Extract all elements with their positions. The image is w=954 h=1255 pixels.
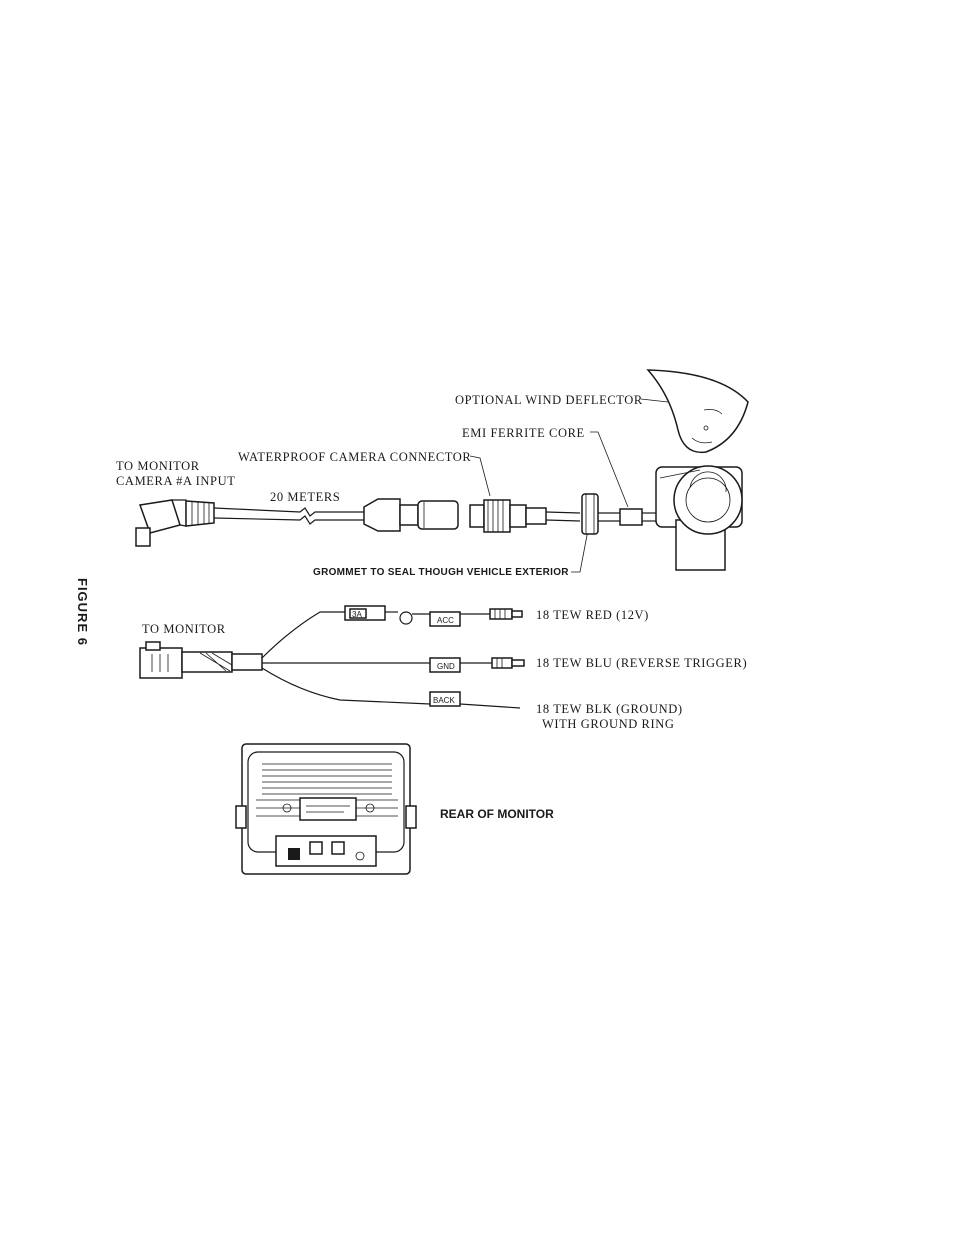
back-tag-text: BACK — [433, 696, 455, 705]
wire-blk-label: 18 TEW BLK (GROUND) — [536, 702, 683, 716]
camera-input-label: CAMERA #A INPUT — [116, 474, 235, 488]
emi-ferrite-core — [619, 508, 643, 526]
emi-core-label: EMI FERRITE CORE — [462, 426, 585, 440]
bnc-plug — [135, 499, 215, 547]
power-connector — [139, 641, 263, 679]
gnd-tag — [429, 657, 461, 673]
ground-ring-label: WITH GROUND RING — [542, 717, 675, 731]
figure-label: FIGURE 6 — [75, 578, 90, 646]
waterproof-connector-label: WATERPROOF CAMERA CONNECTOR — [238, 450, 471, 464]
camera-connector-body — [363, 498, 459, 532]
monitor-rear: REAR OF MONITOR — [235, 743, 554, 875]
camera-body — [655, 465, 743, 571]
rear-monitor-label: REAR OF MONITOR — [440, 807, 554, 821]
power-jack — [288, 848, 300, 860]
power-harness: TO MONITOR 3A ACC GND BACK — [139, 605, 747, 731]
acc-tag-text: ACC — [437, 616, 454, 625]
wire-blu-label: 18 TEW BLU (REVERSE TRIGGER) — [536, 656, 747, 670]
blu-terminal — [491, 657, 525, 669]
monitor-vents — [256, 763, 398, 817]
video-jack-2 — [331, 841, 345, 855]
waterproof-connector — [469, 499, 547, 533]
wind-deflector-label: OPTIONAL WIND DEFLECTOR — [455, 393, 643, 407]
emi-leader — [590, 431, 629, 508]
camera-assembly: TO MONITOR CAMERA #A INPUT 20 METERS WAT… — [116, 369, 749, 578]
wind-deflector — [646, 369, 749, 454]
monitor-label-plate — [299, 797, 357, 821]
back-tag — [429, 691, 461, 707]
cable-length-label: 20 METERS — [270, 490, 340, 504]
deflector-leader — [640, 398, 669, 403]
acc-tag — [429, 611, 461, 627]
grommet-label: GROMMET TO SEAL THOUGH VEHICLE EXTERIOR — [313, 567, 569, 578]
red-terminal — [489, 608, 523, 620]
to-monitor-camera-label: TO MONITOR — [116, 459, 200, 473]
grommet-leader — [571, 529, 589, 573]
wire-red-label: 18 TEW RED (12V) — [536, 608, 649, 622]
grommet — [581, 493, 599, 535]
fuse-holder: 3A — [344, 605, 490, 625]
fuse-tag: 3A — [352, 610, 362, 619]
connector-leader — [469, 455, 491, 497]
to-monitor-power-label: TO MONITOR — [142, 622, 226, 636]
video-jack-1 — [309, 841, 323, 855]
gnd-tag-text: GND — [437, 662, 455, 671]
